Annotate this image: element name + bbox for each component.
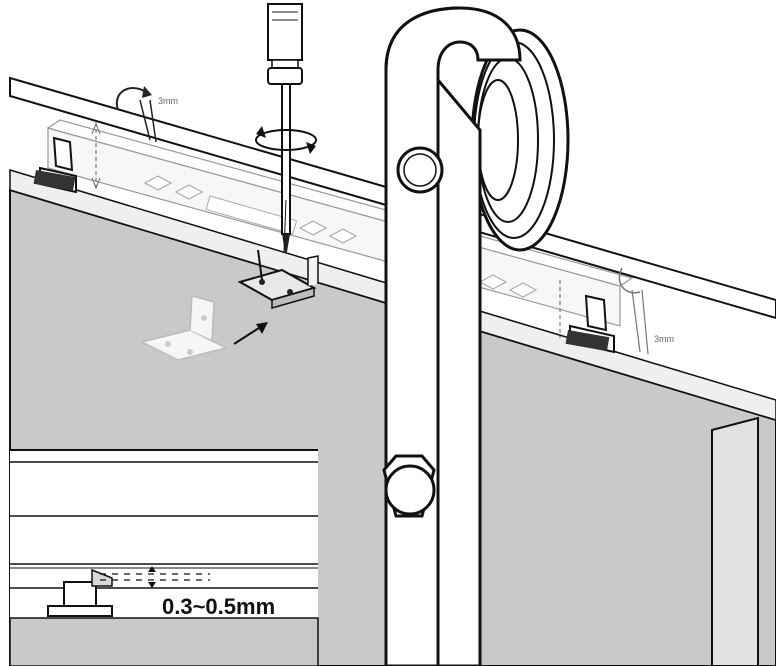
gap-detail-inset: [9, 449, 319, 666]
rotate-arrow-icon: [115, 86, 157, 143]
left-stopper-clip: [33, 122, 101, 194]
clearance-label-left: 3mm: [158, 96, 178, 106]
floor-guide-installed: [237, 249, 319, 309]
screwdriver-icon: [267, 3, 303, 253]
rotate-arrow-icon-screwdriver: [255, 126, 317, 154]
arrow-icon: [233, 322, 268, 345]
rotate-arrow-icon-right: [618, 267, 649, 355]
gap-range-label: 0.3~0.5mm: [162, 594, 276, 619]
floor-guide-loose: [139, 295, 229, 361]
bolt-top: [396, 146, 444, 194]
clearance-label-right: 3mm: [654, 334, 674, 344]
bolt-bottom: [382, 454, 436, 518]
right-stopper-clip: [559, 280, 615, 354]
roller-wheel: [470, 28, 570, 252]
hanger-strap: [382, 6, 570, 666]
